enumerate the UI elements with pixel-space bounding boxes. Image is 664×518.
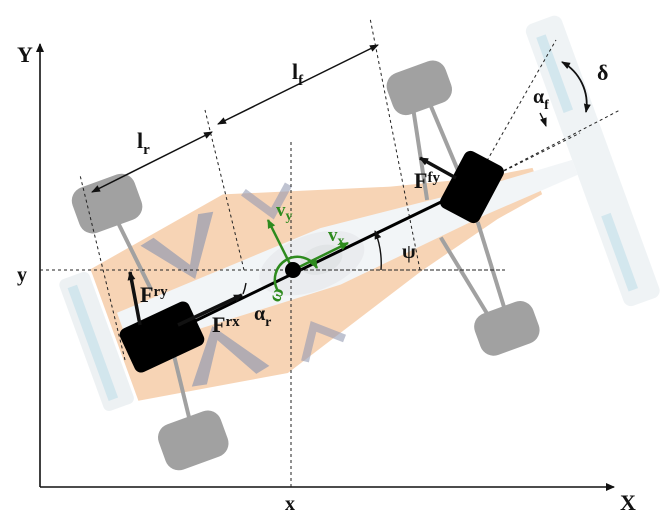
front-slip-angle-arc [539,112,547,127]
front-wheel-centerline [471,39,557,188]
front-length-dimension [217,44,379,125]
y-axis-label: Y [17,42,33,67]
rear-tire [119,301,205,373]
front-length-label: lf [292,59,304,89]
x-axis-label: X [620,490,636,515]
rear-longitudinal-force-label: Frx [212,312,240,337]
front-tire [440,150,504,224]
heading-angle-label: ψ [402,241,416,263]
rear-lateral-force-label: Fry [140,282,168,307]
steering-angle-label: δ [597,60,608,85]
rear-lateral-force-arrow [127,271,142,326]
heading-angle-arc [374,230,382,271]
vy-label: vy [276,200,293,224]
x-position-label: x [285,493,295,515]
front-lateral-force-arrow [419,156,457,180]
vx-arrow [292,241,349,272]
front-lateral-force-label: Ffy [414,168,440,193]
yaw-rate-arc [273,255,319,292]
race-car-image [59,15,660,471]
rear-longitudinal-force-arrow [177,293,243,327]
steering-angle-arc [561,61,591,113]
vx-label: vx [328,225,345,249]
rear-slip-angle-label: αr [254,303,271,330]
rear-length-label: lr [137,128,150,158]
rear-slip-angle-arc [242,282,247,295]
rear-axle-extension-line [79,174,126,361]
front-slip-angle-label: αf [533,86,549,113]
y-position-label: y [17,264,27,286]
rear-length-dimension [91,131,213,193]
yaw-rate-label: ω [264,285,289,305]
front-velocity-direction-line [471,109,621,188]
vy-arrow [266,219,295,271]
front-axle-extension-line [369,17,421,271]
center-of-gravity [285,262,301,278]
